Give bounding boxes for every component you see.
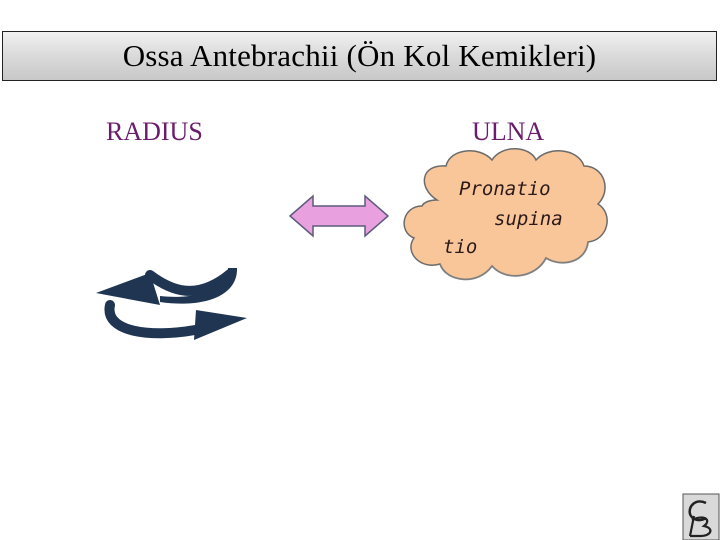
ulna-label: ULNA [472,117,545,146]
title-bar: Ossa Antebrachii (Ön Kol Kemikleri) [2,31,717,81]
cloud-shape [403,148,608,281]
cb-logo-icon [682,493,720,540]
cloud-text-line-1: Pronatio [459,178,551,200]
page-title: Ossa Antebrachii (Ön Kol Kemikleri) [122,38,597,73]
cloud-text-line-3: tio [443,236,478,258]
cloud-text-line-2: supina [494,208,563,230]
radius-label: RADIUS [106,117,203,146]
double-arrow-horizontal-icon [288,194,390,238]
rotation-arrows-icon [96,268,247,340]
